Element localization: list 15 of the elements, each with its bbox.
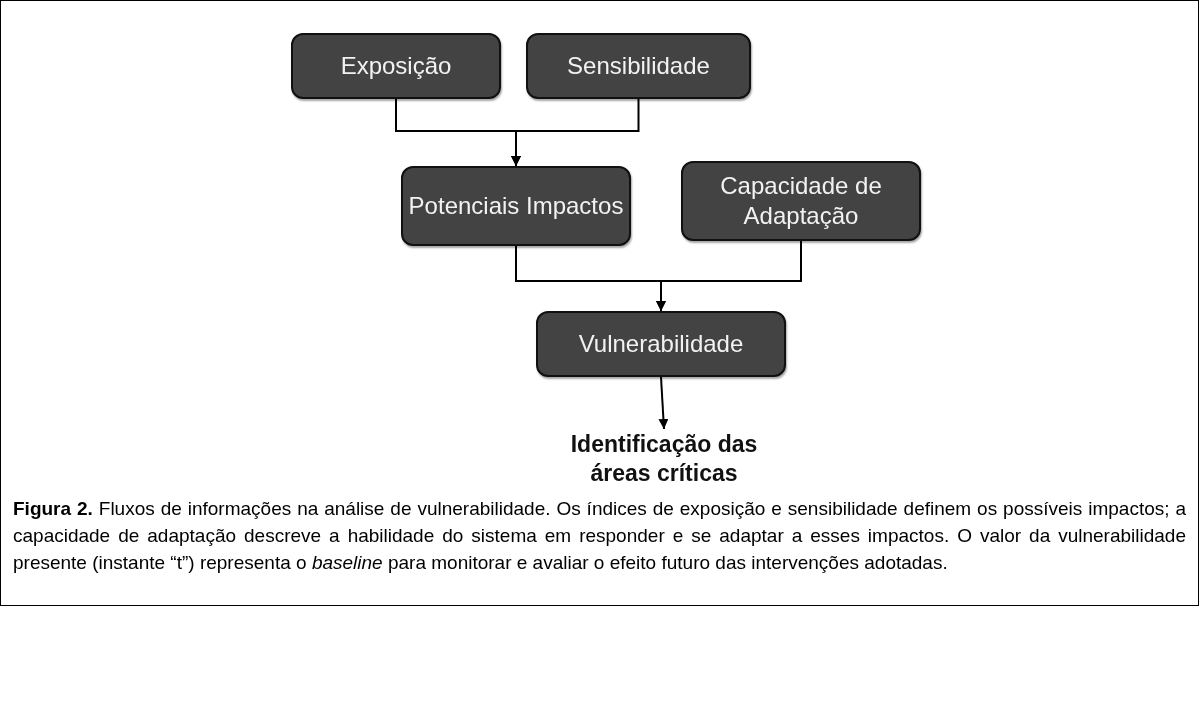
arrow <box>656 240 802 312</box>
arrow <box>511 98 640 167</box>
box-label: Vulnerabilidade <box>578 329 744 359</box>
figure-caption: Figura 2. Fluxos de informações na análise de vulnerabilidade. Os índices de exposição e sensibilidade definem os possíveis impactos; a capacidade de adaptação descreve a habilidade do sistema em responder e se adaptar a esses impactos. O valor da vulnerabilidade presente (instante “t”) representa o baseline para monitorar e avaliar o efeito futuro das intervenções adotadas. <box>13 497 1186 575</box>
process-box <box>681 161 921 241</box>
process-box <box>536 311 786 377</box>
arrow <box>658 376 669 430</box>
box-label: Capacidade de Adaptação <box>719 171 883 231</box>
output-label: Identificação das áreas críticas <box>569 430 759 488</box>
process-box <box>401 166 631 246</box>
box-label: Potenciais Impactos <box>408 191 624 221</box>
box-label: Sensibilidade <box>567 51 710 81</box>
box-label: Exposição <box>340 51 452 81</box>
process-box <box>526 33 751 99</box>
process-box <box>291 33 501 99</box>
